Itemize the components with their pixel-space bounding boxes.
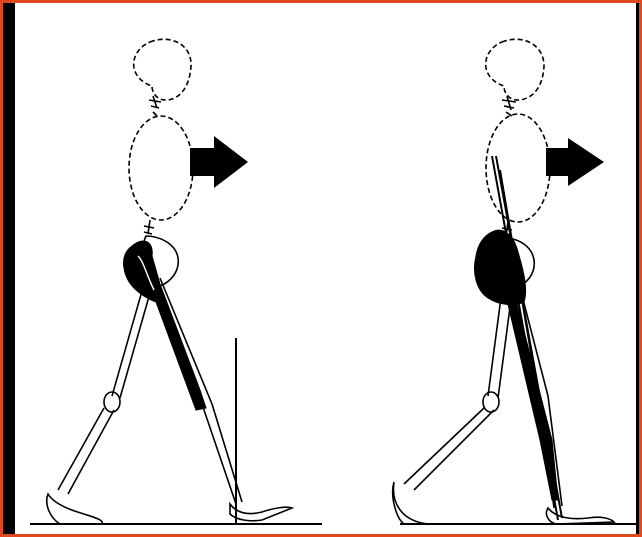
left-foot-stance xyxy=(230,504,292,521)
right-foot-swing xyxy=(393,482,430,524)
left-skeleton xyxy=(47,39,292,524)
right-hamstring-muscle xyxy=(506,296,558,500)
left-tibia-swing xyxy=(58,408,114,494)
right-head xyxy=(486,39,544,100)
left-neck xyxy=(149,96,161,116)
right-tibia-swing xyxy=(404,408,494,490)
right-neck xyxy=(502,96,516,116)
right-knee-swing xyxy=(483,392,499,412)
left-femur-swing xyxy=(112,284,152,398)
right-ribcage xyxy=(486,114,550,222)
left-foot-swing xyxy=(47,494,103,524)
left-direction-arrow-icon xyxy=(190,136,248,188)
left-hamstring-muscle xyxy=(123,241,206,410)
left-ribcage xyxy=(129,116,193,220)
right-direction-arrow-icon xyxy=(546,138,604,186)
left-spine xyxy=(144,220,154,234)
left-head xyxy=(134,39,191,100)
